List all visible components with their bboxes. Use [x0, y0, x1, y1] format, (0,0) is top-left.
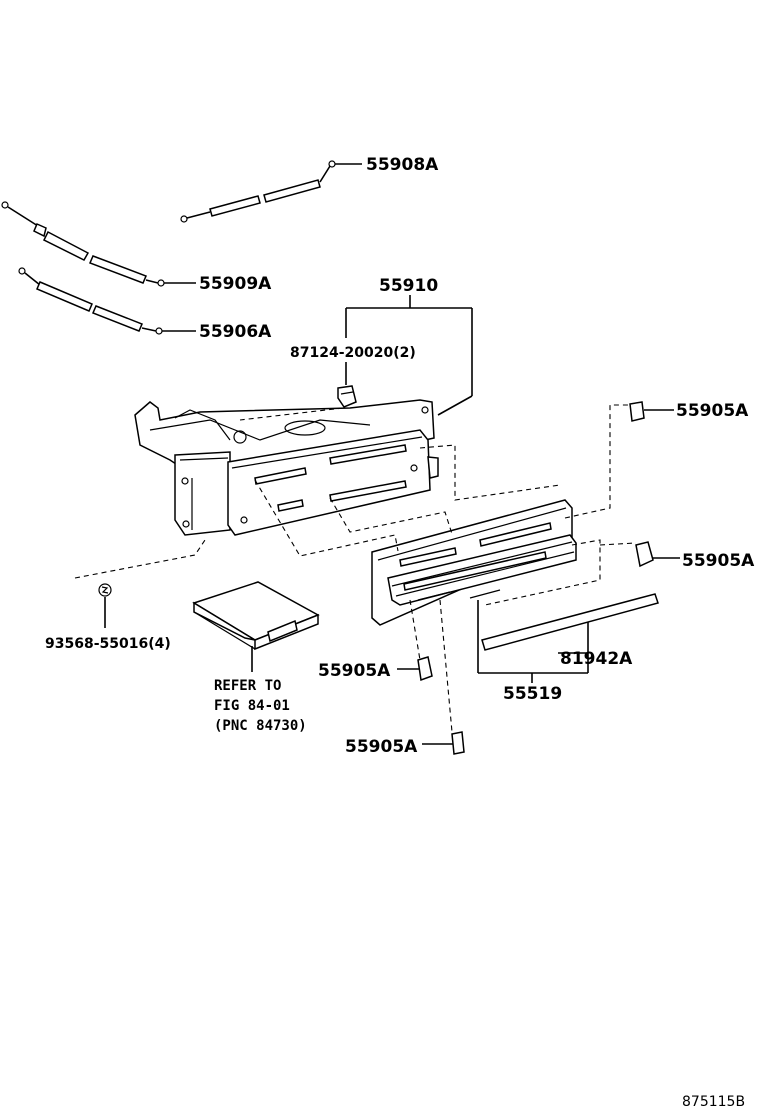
label-81942a: 81942A [560, 649, 633, 669]
label-refer-pnc: (PNC 84730) [214, 718, 307, 734]
label-55905a-left: 55905A [318, 661, 391, 681]
alignment-lines [74, 404, 637, 733]
plate-81942a [481, 593, 659, 651]
label-55910: 55910 [379, 276, 438, 296]
knob-55905a-top-right [629, 401, 674, 422]
cable-55908a [180, 160, 336, 223]
panel-55519 [371, 499, 577, 626]
label-55905a-right: 55905A [682, 551, 755, 571]
label-55519: 55519 [503, 684, 562, 704]
label-87124-20020: 87124-20020(2) [290, 345, 416, 361]
label-93568-55016: 93568-55016(4) [45, 636, 171, 652]
knob-55905a-right [635, 541, 680, 568]
label-refer-fig: FIG 84-01 [214, 698, 290, 714]
cable-55906a [18, 267, 163, 335]
label-55909a: 55909A [199, 274, 272, 294]
label-55906a: 55906A [199, 322, 272, 342]
leader-55910 [345, 295, 473, 416]
label-55905a-bottom: 55905A [345, 737, 418, 757]
leader-55519 [477, 600, 588, 683]
screw-87124 [239, 362, 357, 421]
knob-55905a-left [397, 656, 433, 682]
label-55908a: 55908A [366, 155, 439, 175]
leader-81942a [558, 622, 589, 673]
figure-id: 875115B [682, 1094, 745, 1110]
control-assembly-55910 [134, 399, 439, 536]
label-55905a-top-right: 55905A [676, 401, 749, 421]
knob-55905a-bottom [422, 731, 465, 755]
label-refer-to: REFER TO [214, 678, 281, 694]
amplifier-box [192, 581, 320, 651]
clip-93568 [98, 583, 112, 628]
